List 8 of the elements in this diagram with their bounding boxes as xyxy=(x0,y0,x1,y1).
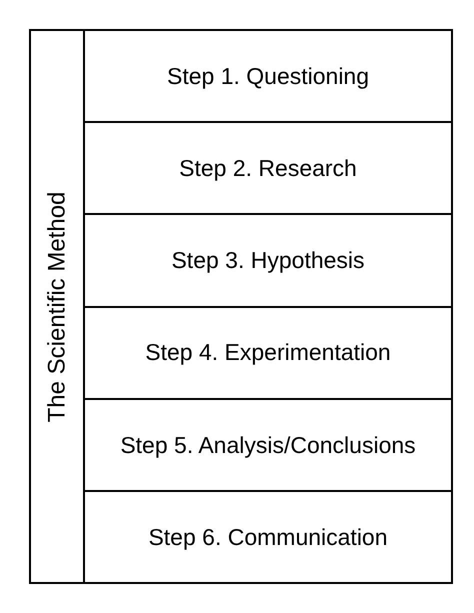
step-label: Step 3. Hypothesis xyxy=(171,246,365,276)
vertical-heading: The Scientific Method xyxy=(42,191,71,422)
step-label: Step 2. Research xyxy=(179,154,357,183)
step-label: Step 4. Experimentation xyxy=(145,338,391,368)
method-table xyxy=(29,29,453,584)
step-label: Step 1. Questioning xyxy=(166,62,370,91)
step-label: Step 5. Analysis/Conclusions xyxy=(120,430,416,460)
step-label: Step 6. Communication xyxy=(148,522,388,552)
